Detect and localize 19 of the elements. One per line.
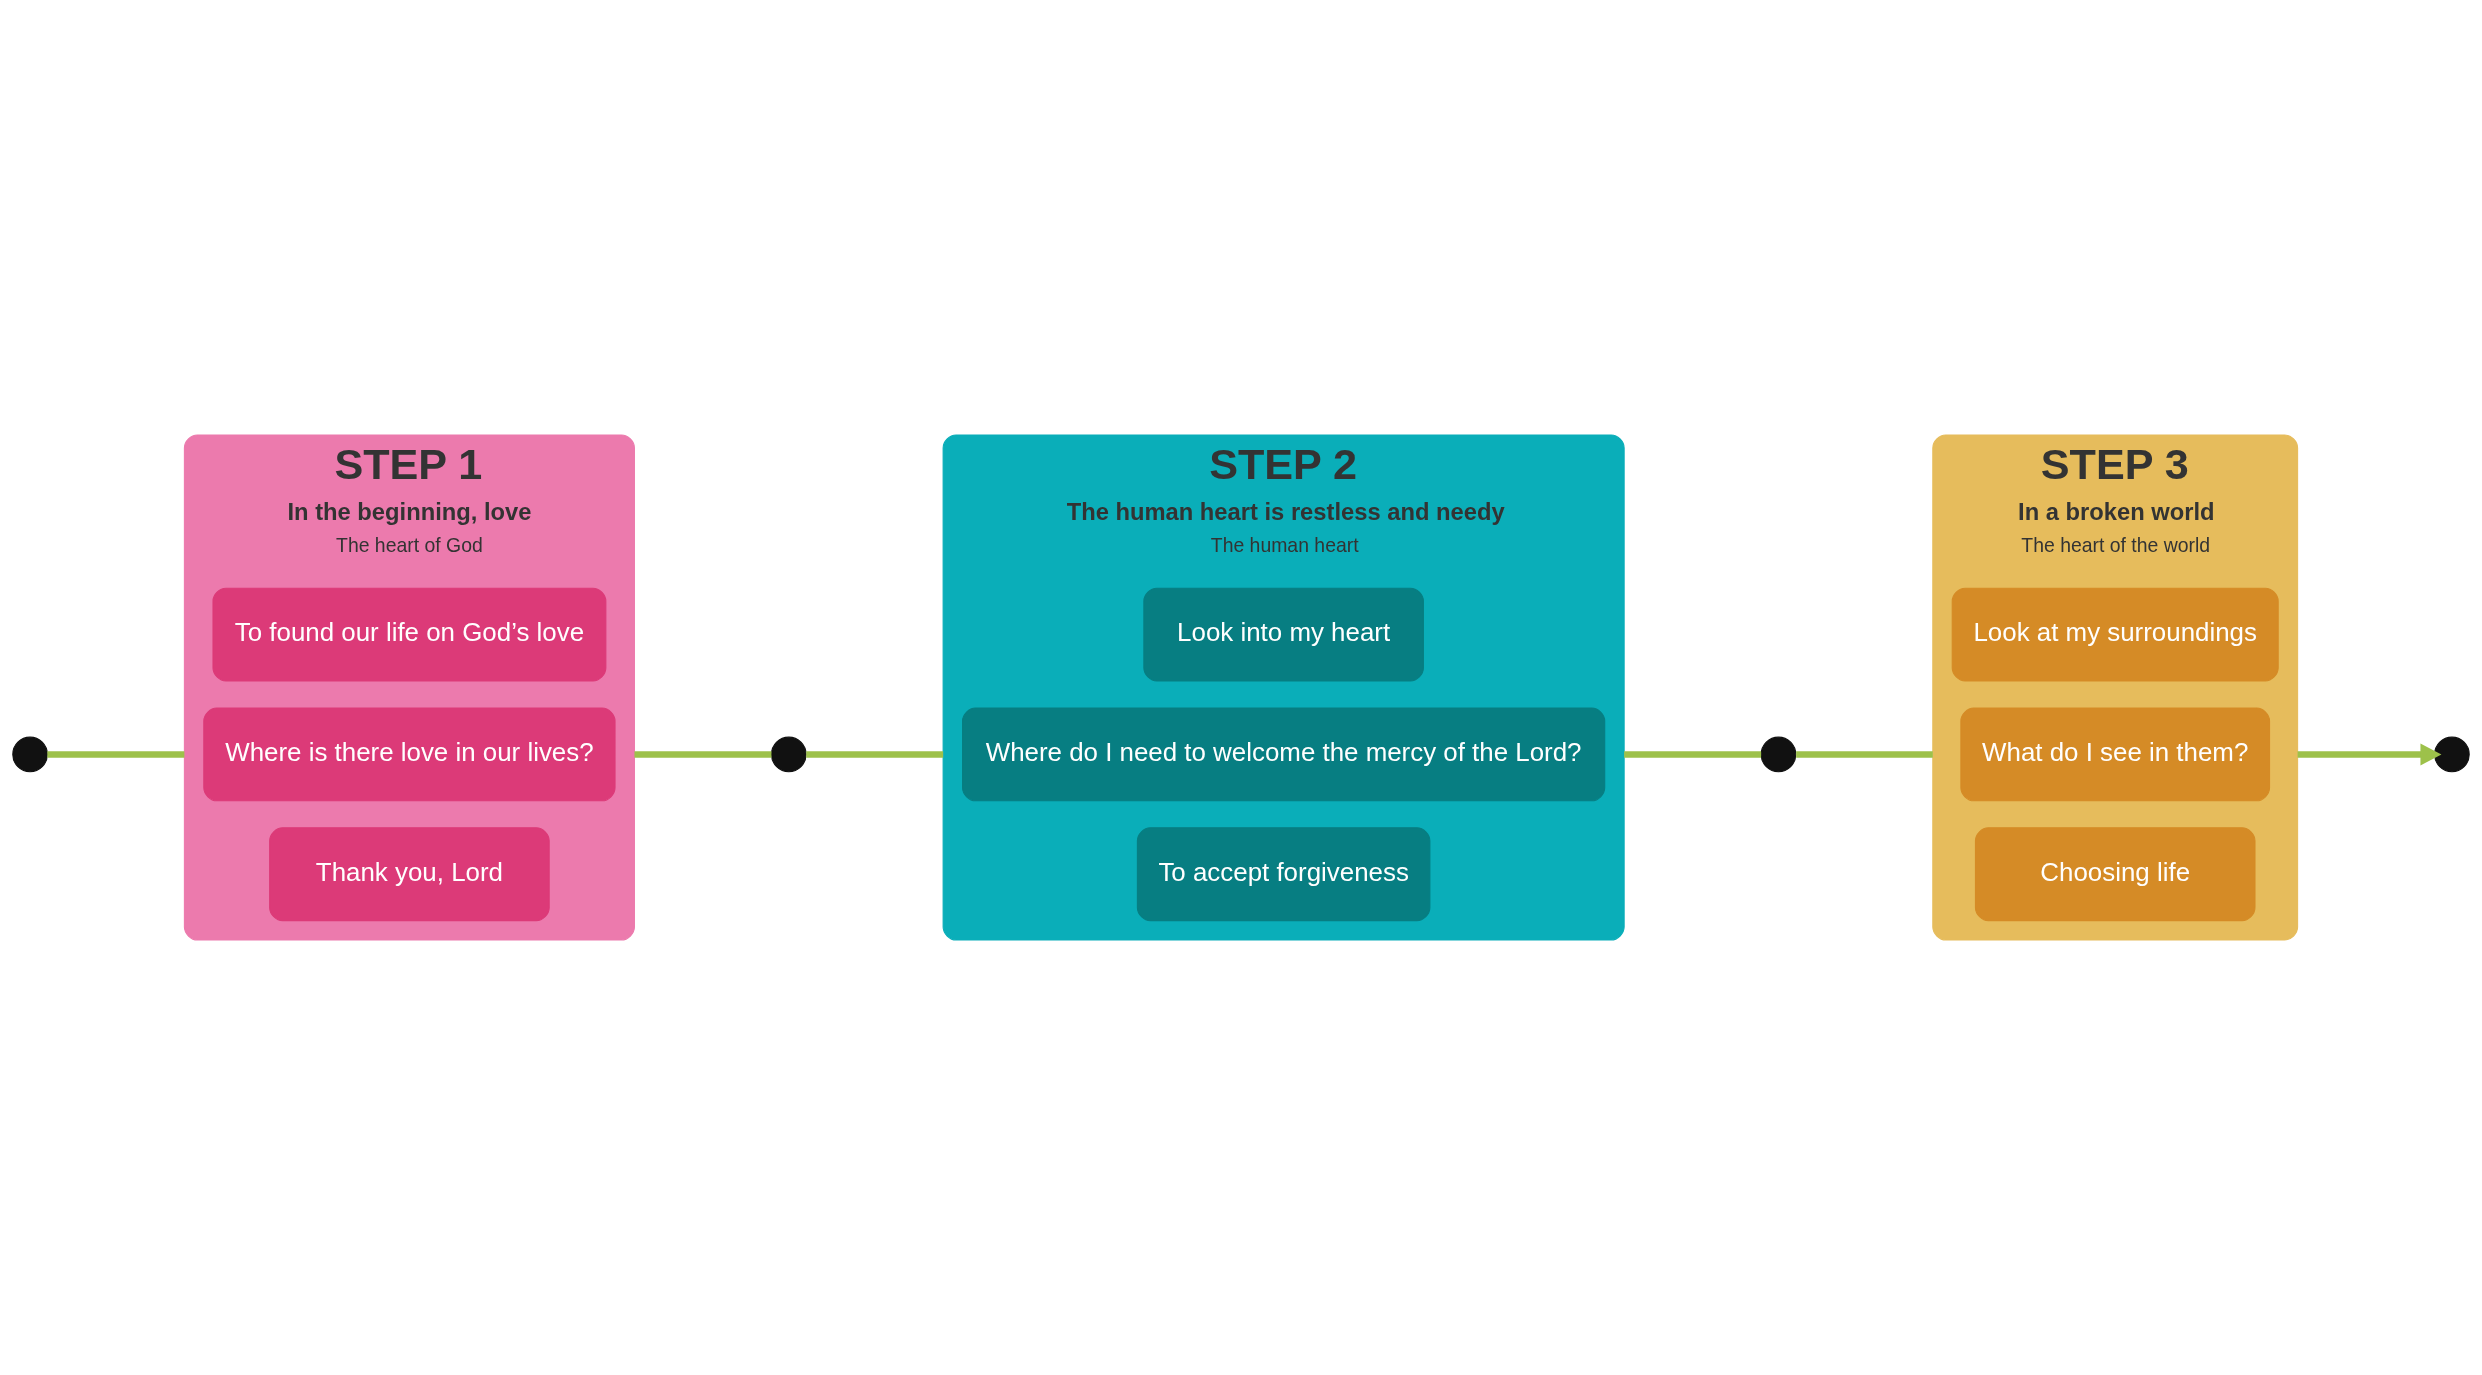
node-box: What do I see in them? [1960, 707, 2271, 802]
node-person [12, 736, 48, 773]
connector [806, 751, 944, 758]
node-person [2434, 736, 2470, 773]
node-box: To found our life on God’s love [212, 587, 607, 682]
node-box: Thank you, Lord [269, 827, 550, 922]
node-person [771, 736, 807, 773]
connector [47, 751, 185, 758]
node-box: To accept forgiveness [1136, 827, 1431, 922]
node-box: Where is there love in our lives? [203, 707, 616, 802]
node-box: Look at my surroundings [1951, 587, 2279, 682]
node-box: Where do I need to welcome the mercy of the Lord? [962, 707, 1606, 802]
connector [1796, 751, 1933, 758]
node-box: Look into my heart [1143, 587, 1424, 682]
node-person [1760, 736, 1797, 773]
node-box: Choosing life [1974, 827, 2256, 922]
connector [634, 751, 772, 758]
connector [1624, 751, 1762, 758]
arrow [2297, 743, 2442, 766]
